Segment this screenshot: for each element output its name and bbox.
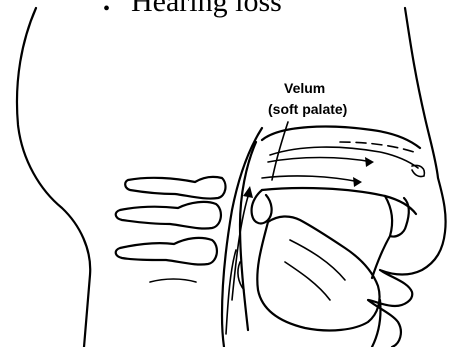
airflow-arrow-nasal [268,158,372,163]
vertebra-3 [116,238,217,265]
head-back-outline [17,8,90,347]
airflow-arrow-oral [262,176,360,182]
hard-palate [262,188,416,214]
velum-label: Velum [284,80,325,96]
tongue [257,216,379,330]
airflow-arrowhead-oral [353,177,362,187]
upper-teeth [385,196,409,237]
airflow-arrowhead-nasal [365,157,374,167]
vertebra-2 [116,202,221,229]
nasal-turbinate [270,147,418,168]
airflow-arrow-upper [340,142,414,152]
tongue-texture [285,240,345,300]
soft-palate-label: (soft palate) [268,101,347,117]
cervical-vertebrae [116,177,226,282]
airflow-arrowhead-pharynx [243,186,253,198]
airflow-arrow-low [226,250,236,334]
velum-soft-palate [252,190,272,223]
vertebra-1 [125,177,225,199]
vertebra-4 [150,279,196,282]
